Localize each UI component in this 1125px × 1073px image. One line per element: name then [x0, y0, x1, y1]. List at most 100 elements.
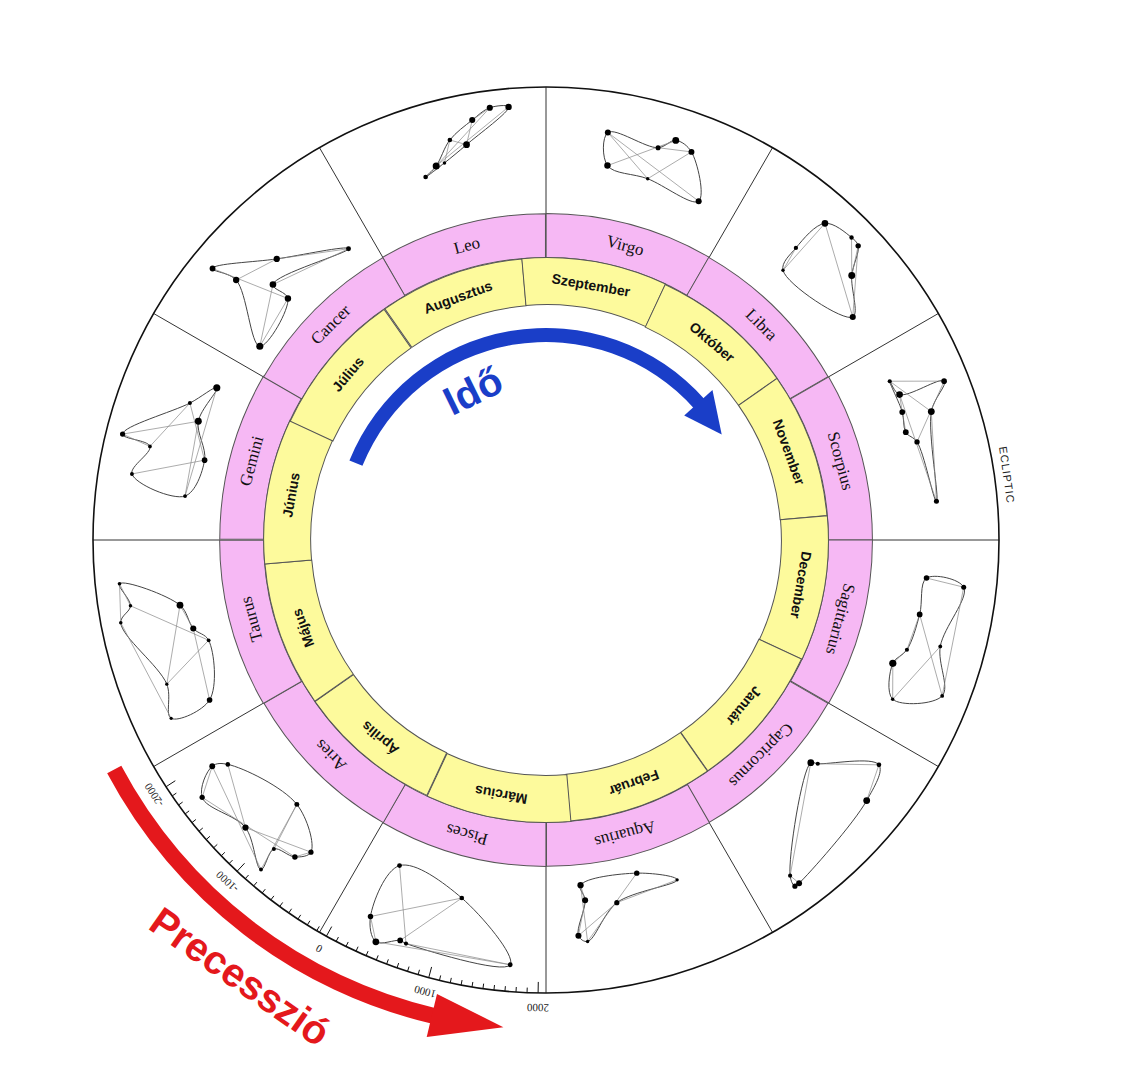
- constellation-outline: [790, 761, 880, 886]
- sector-line: [546, 866, 547, 993]
- ecliptic-circle: [93, 87, 999, 993]
- star-dot: [863, 797, 870, 804]
- star-dot: [646, 177, 649, 180]
- star-dot: [448, 138, 453, 143]
- constellation-outline: [578, 873, 677, 941]
- star-dot: [368, 914, 373, 919]
- star-dot: [850, 314, 856, 320]
- star-dot: [256, 343, 263, 350]
- scale-tick: [450, 978, 451, 983]
- star-dot: [225, 762, 230, 767]
- scale-tick: [482, 984, 484, 989]
- star-dot: [688, 149, 694, 155]
- star-dot: [487, 105, 493, 111]
- star-dot: [577, 882, 583, 888]
- year-label: 2000: [527, 1002, 549, 1014]
- star-dot: [605, 130, 611, 136]
- star-dot: [308, 850, 313, 855]
- scale-tick: [336, 937, 338, 941]
- zodiac-segment: Taurus: [234, 589, 271, 647]
- scale-tick: [439, 975, 440, 980]
- constellation-outline: [426, 106, 509, 177]
- star-dot: [170, 717, 173, 720]
- star-dot: [903, 429, 909, 435]
- month-segment: Szeptember: [546, 268, 636, 303]
- scale-tick: [237, 863, 245, 871]
- star-dot: [346, 246, 351, 251]
- scale-tick: [461, 980, 463, 985]
- star-dot: [195, 418, 202, 425]
- sector-line: [154, 703, 264, 767]
- month-segment-outline: [381, 250, 537, 352]
- sector-line: [93, 540, 220, 541]
- star-dot: [794, 246, 798, 250]
- constellation-line: [890, 381, 944, 501]
- year-label: 1000: [413, 983, 437, 1000]
- sector-line: [546, 87, 547, 214]
- star-dot: [917, 612, 923, 618]
- star-dot: [896, 391, 903, 398]
- scale-tick: [366, 951, 368, 956]
- star-dot: [190, 625, 196, 631]
- star-dot: [188, 401, 192, 405]
- year-label: 0: [314, 943, 325, 956]
- scale-tick: [538, 982, 539, 993]
- month-segment-outline: [555, 728, 711, 830]
- zodiac-segment-outline: [787, 529, 882, 706]
- star-dot: [938, 645, 942, 649]
- constellation-outline: [783, 223, 859, 317]
- scale-tick: [346, 942, 348, 946]
- star-dot: [891, 697, 895, 701]
- star-dot: [924, 575, 930, 581]
- star-dot: [934, 499, 939, 504]
- month-segment-outline: [757, 508, 837, 661]
- sector-line: [320, 148, 384, 258]
- scale-tick: [418, 970, 419, 975]
- scale-tick: [192, 819, 196, 822]
- month-segment: Június: [277, 467, 306, 523]
- scale-tick: [376, 955, 378, 960]
- scale-tick: [199, 828, 203, 831]
- constellation-outline: [890, 380, 945, 501]
- scale-tick: [280, 902, 283, 906]
- sector-line: [828, 703, 938, 767]
- zodiac-segment: Scorpius: [819, 426, 860, 497]
- star-dot: [270, 281, 277, 288]
- star-dot: [200, 795, 205, 800]
- star-dot: [508, 962, 513, 967]
- star-dot: [242, 824, 248, 830]
- scale-tick: [214, 844, 218, 847]
- star-dot: [807, 759, 814, 766]
- star-dot: [634, 870, 639, 875]
- star-dot: [213, 384, 220, 391]
- scale-tick: [245, 875, 248, 879]
- year-label: -2000: [141, 781, 165, 809]
- star-dot: [207, 697, 213, 703]
- star-dot: [914, 439, 919, 444]
- scale-tick: [408, 967, 410, 972]
- constellation-line: [607, 133, 698, 202]
- scale-tick: [179, 802, 183, 805]
- star-dot: [849, 235, 853, 239]
- month-segment-outline: [514, 250, 667, 330]
- star-dot: [877, 763, 882, 768]
- month-segment-outline: [283, 303, 419, 450]
- star-dot: [961, 585, 966, 590]
- scale-tick: [262, 889, 265, 893]
- month-segment: December: [784, 546, 817, 624]
- star-dot: [397, 938, 403, 944]
- constellation-line: [783, 223, 858, 317]
- star-dot: [899, 409, 905, 415]
- scale-tick: [289, 909, 292, 913]
- star-dot: [940, 694, 944, 698]
- star-dot: [604, 162, 610, 168]
- month-segment-outline: [734, 375, 836, 531]
- star-dot: [796, 880, 802, 886]
- scale-tick: [504, 986, 505, 991]
- star-dot: [781, 269, 784, 272]
- star-dot: [272, 847, 276, 851]
- zodiac-segment: Virgo: [599, 229, 650, 264]
- star-dot: [575, 933, 581, 939]
- star-dot: [118, 582, 122, 586]
- scale-tick: [429, 967, 432, 978]
